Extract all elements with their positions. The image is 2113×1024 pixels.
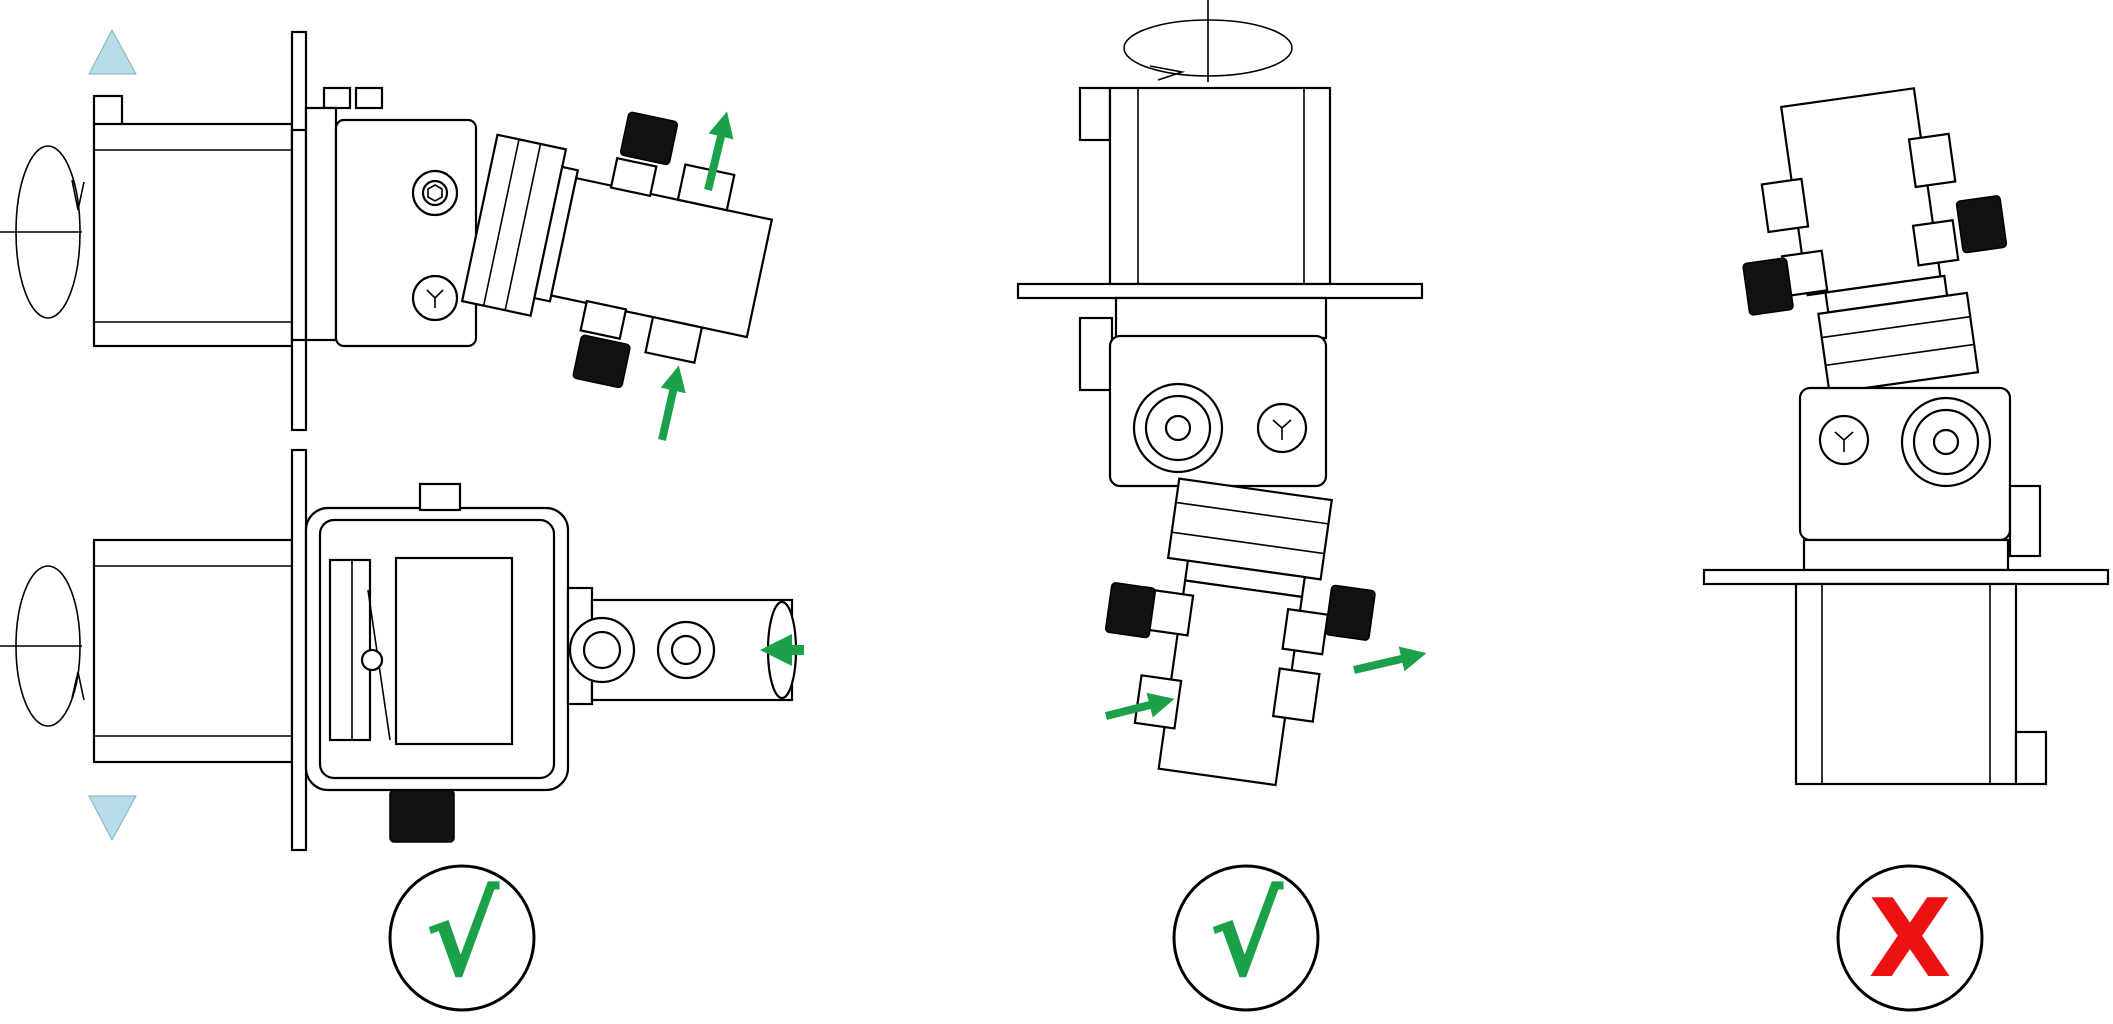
verdict-badge-left: √ xyxy=(388,864,536,1012)
check-mark-icon: √ xyxy=(425,872,500,1002)
panel-left-horizontal-mount xyxy=(0,28,804,852)
verdict-badge-right: X xyxy=(1836,864,1984,1012)
lower-valve-assembly xyxy=(0,448,804,852)
check-mark-icon: √ xyxy=(1209,872,1284,1002)
rotation-arrow-icon xyxy=(0,565,85,727)
panel-middle-head-down xyxy=(1016,0,1427,787)
rotation-arrow-icon xyxy=(0,145,85,319)
flow-arrow-out-middle-icon xyxy=(1353,646,1427,674)
verdict-badge-middle: √ xyxy=(1172,864,1320,1012)
flow-arrow-in-middle-icon xyxy=(1105,692,1175,720)
flow-arrow-out-upper-icon xyxy=(704,111,734,191)
flow-arrow-in-upper-icon xyxy=(658,365,686,441)
upper-valve-assembly xyxy=(0,30,774,441)
triangle-marker-up-icon xyxy=(88,28,137,75)
rotation-arrow-icon xyxy=(1123,0,1293,82)
cross-mark-icon: X xyxy=(1868,877,1951,1002)
panel-right-head-up xyxy=(1702,87,2110,786)
triangle-marker-down-icon xyxy=(88,795,137,842)
